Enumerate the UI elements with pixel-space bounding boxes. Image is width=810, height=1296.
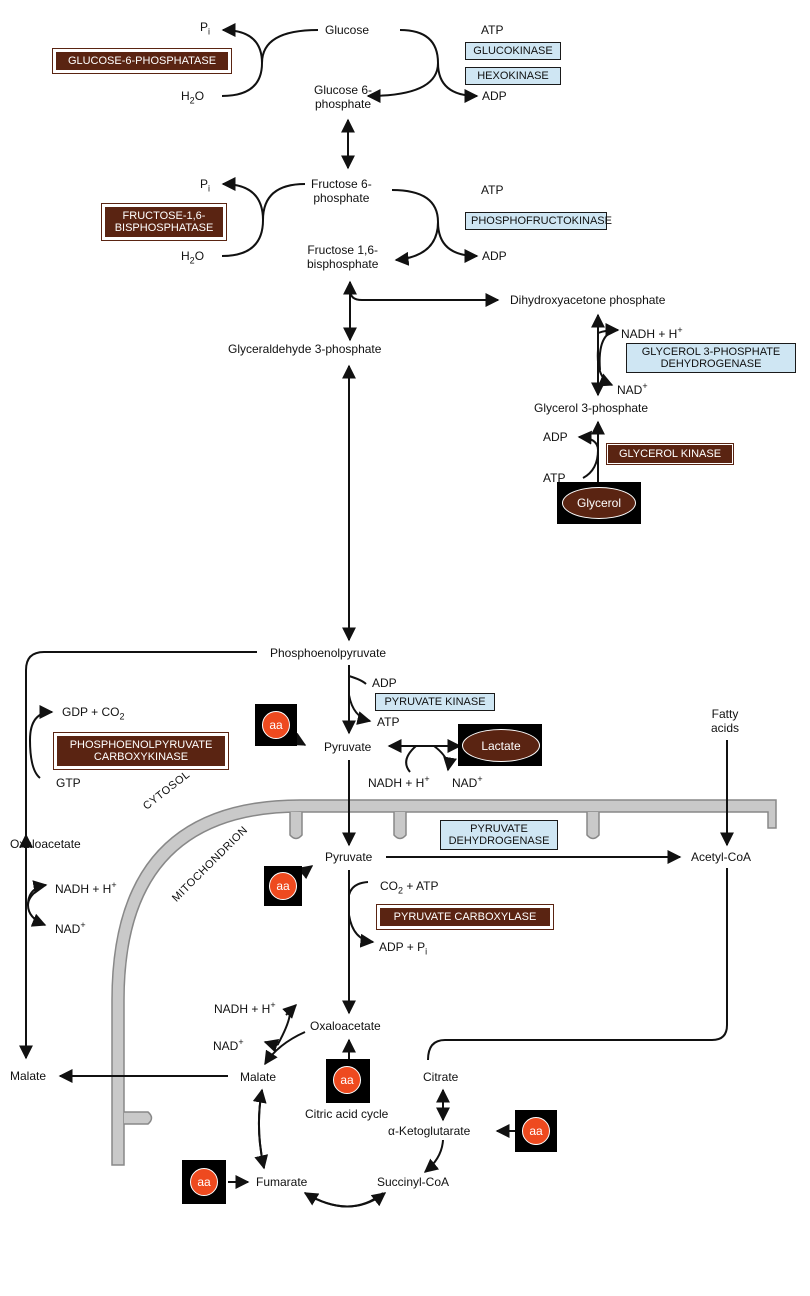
glyceraldehyde-3-phosphate-label: Glyceraldehyde 3-phosphate <box>228 342 382 356</box>
glycerol-3-phosphate-label: Glycerol 3-phosphate <box>534 401 649 415</box>
amino-acid-badge-5: aa <box>190 1168 218 1196</box>
alpha-ketoglutarate-label: α-Ketoglutarate <box>388 1124 471 1138</box>
hexokinase-box: HEXOKINASE <box>465 67 561 85</box>
membrane-crista-3 <box>586 812 600 840</box>
oxaloacetate-cytosol-label: Oxaloacetate <box>10 837 81 851</box>
atp-pyruvate-kinase-label: ATP <box>377 715 400 729</box>
gtp-label: GTP <box>56 776 81 790</box>
gdp-co2-label: GDP + CO2 <box>62 705 125 722</box>
fructose-bisphosphatase-box: FRUCTOSE-1,6-BISPHOSPHATASE <box>101 203 227 241</box>
phosphoenolpyruvate-label: Phosphoenolpyruvate <box>270 646 387 660</box>
glucokinase-box: GLUCOKINASE <box>465 42 561 60</box>
atp-label-1: ATP <box>481 23 504 37</box>
membrane-crista-2 <box>393 812 407 840</box>
glycerol-node: Glycerol <box>562 487 636 519</box>
pyruvate-cytosol-label: Pyruvate <box>324 740 372 754</box>
mitochondrial-membrane <box>111 799 777 1166</box>
pi-label-2: Pi <box>200 177 211 194</box>
membrane-crista-1 <box>289 812 303 840</box>
atp-glycerol-kinase-label: ATP <box>543 471 566 485</box>
citrate-label: Citrate <box>423 1070 459 1084</box>
glucose-6-phosphate-label: Glucose 6-phosphate <box>314 83 373 111</box>
malate-mito-label: Malate <box>240 1070 277 1084</box>
glucose-label: Glucose <box>325 23 370 37</box>
atp-label-2: ATP <box>481 183 504 197</box>
membrane-crista-4 <box>124 1111 153 1125</box>
pyruvate-kinase-box: PYRUVATE KINASE <box>375 693 495 711</box>
pi-label-1: Pi <box>200 20 211 37</box>
adp-pyruvate-kinase-label: ADP <box>372 676 397 690</box>
oxaloacetate-mito-label: Oxaloacetate <box>310 1019 381 1033</box>
h2o-label-1: H2O <box>181 89 205 106</box>
fructose-6-phosphate-label: Fructose 6-phosphate <box>311 177 372 205</box>
adp-label-1: ADP <box>482 89 507 103</box>
phosphofructokinase-box: PHOSPHOFRUCTOKINASE <box>465 212 612 230</box>
dihydroxyacetone-phosphate-label: Dihydroxyacetone phosphate <box>510 293 666 307</box>
nad-mdh-cytosol-label: NAD+ <box>55 920 86 936</box>
nad-ldh-label: NAD+ <box>452 774 483 790</box>
fructose-1-6-bisphosphate-label: Fructose 1,6-bisphosphate <box>307 243 379 271</box>
succinyl-coa-label: Succinyl-CoA <box>377 1175 450 1189</box>
h2o-label-2: H2O <box>181 249 205 266</box>
malate-cytosol-label: Malate <box>10 1069 47 1083</box>
nadh-g3p-label: NADH + H+ <box>621 325 683 341</box>
nad-mdh-mito-label: NAD+ <box>213 1037 244 1053</box>
citric-acid-cycle-label: Citric acid cycle <box>305 1107 389 1121</box>
acetyl-coa-label: Acetyl-CoA <box>691 850 752 864</box>
lactate-node: Lactate <box>462 729 540 762</box>
amino-acid-badge-3: aa <box>333 1066 361 1094</box>
nadh-mdh-mito-label: NADH + H+ <box>214 1000 276 1016</box>
amino-acid-badge-2: aa <box>269 872 297 900</box>
adp-pi-label: ADP + Pi <box>379 940 428 957</box>
pyruvate-carboxylase-box: PYRUVATE CARBOXYLASE <box>376 904 554 930</box>
nadh-mdh-cytosol-label: NADH + H+ <box>55 880 117 896</box>
fumarate-label: Fumarate <box>256 1175 308 1189</box>
adp-glycerol-kinase-label: ADP <box>543 430 568 444</box>
co2-atp-label: CO2 + ATP <box>380 879 439 896</box>
adp-label-2: ADP <box>482 249 507 263</box>
pyruvate-mito-label: Pyruvate <box>325 850 373 864</box>
nad-g3p-label: NAD+ <box>617 381 648 397</box>
glucose-6-phosphatase-box: GLUCOSE-6-PHOSPHATASE <box>52 48 232 74</box>
amino-acid-badge-1: aa <box>262 711 290 739</box>
glycerol-kinase-box: GLYCEROL KINASE <box>606 443 734 465</box>
amino-acid-badge-4: aa <box>522 1117 550 1145</box>
nadh-ldh-label: NADH + H+ <box>368 774 430 790</box>
